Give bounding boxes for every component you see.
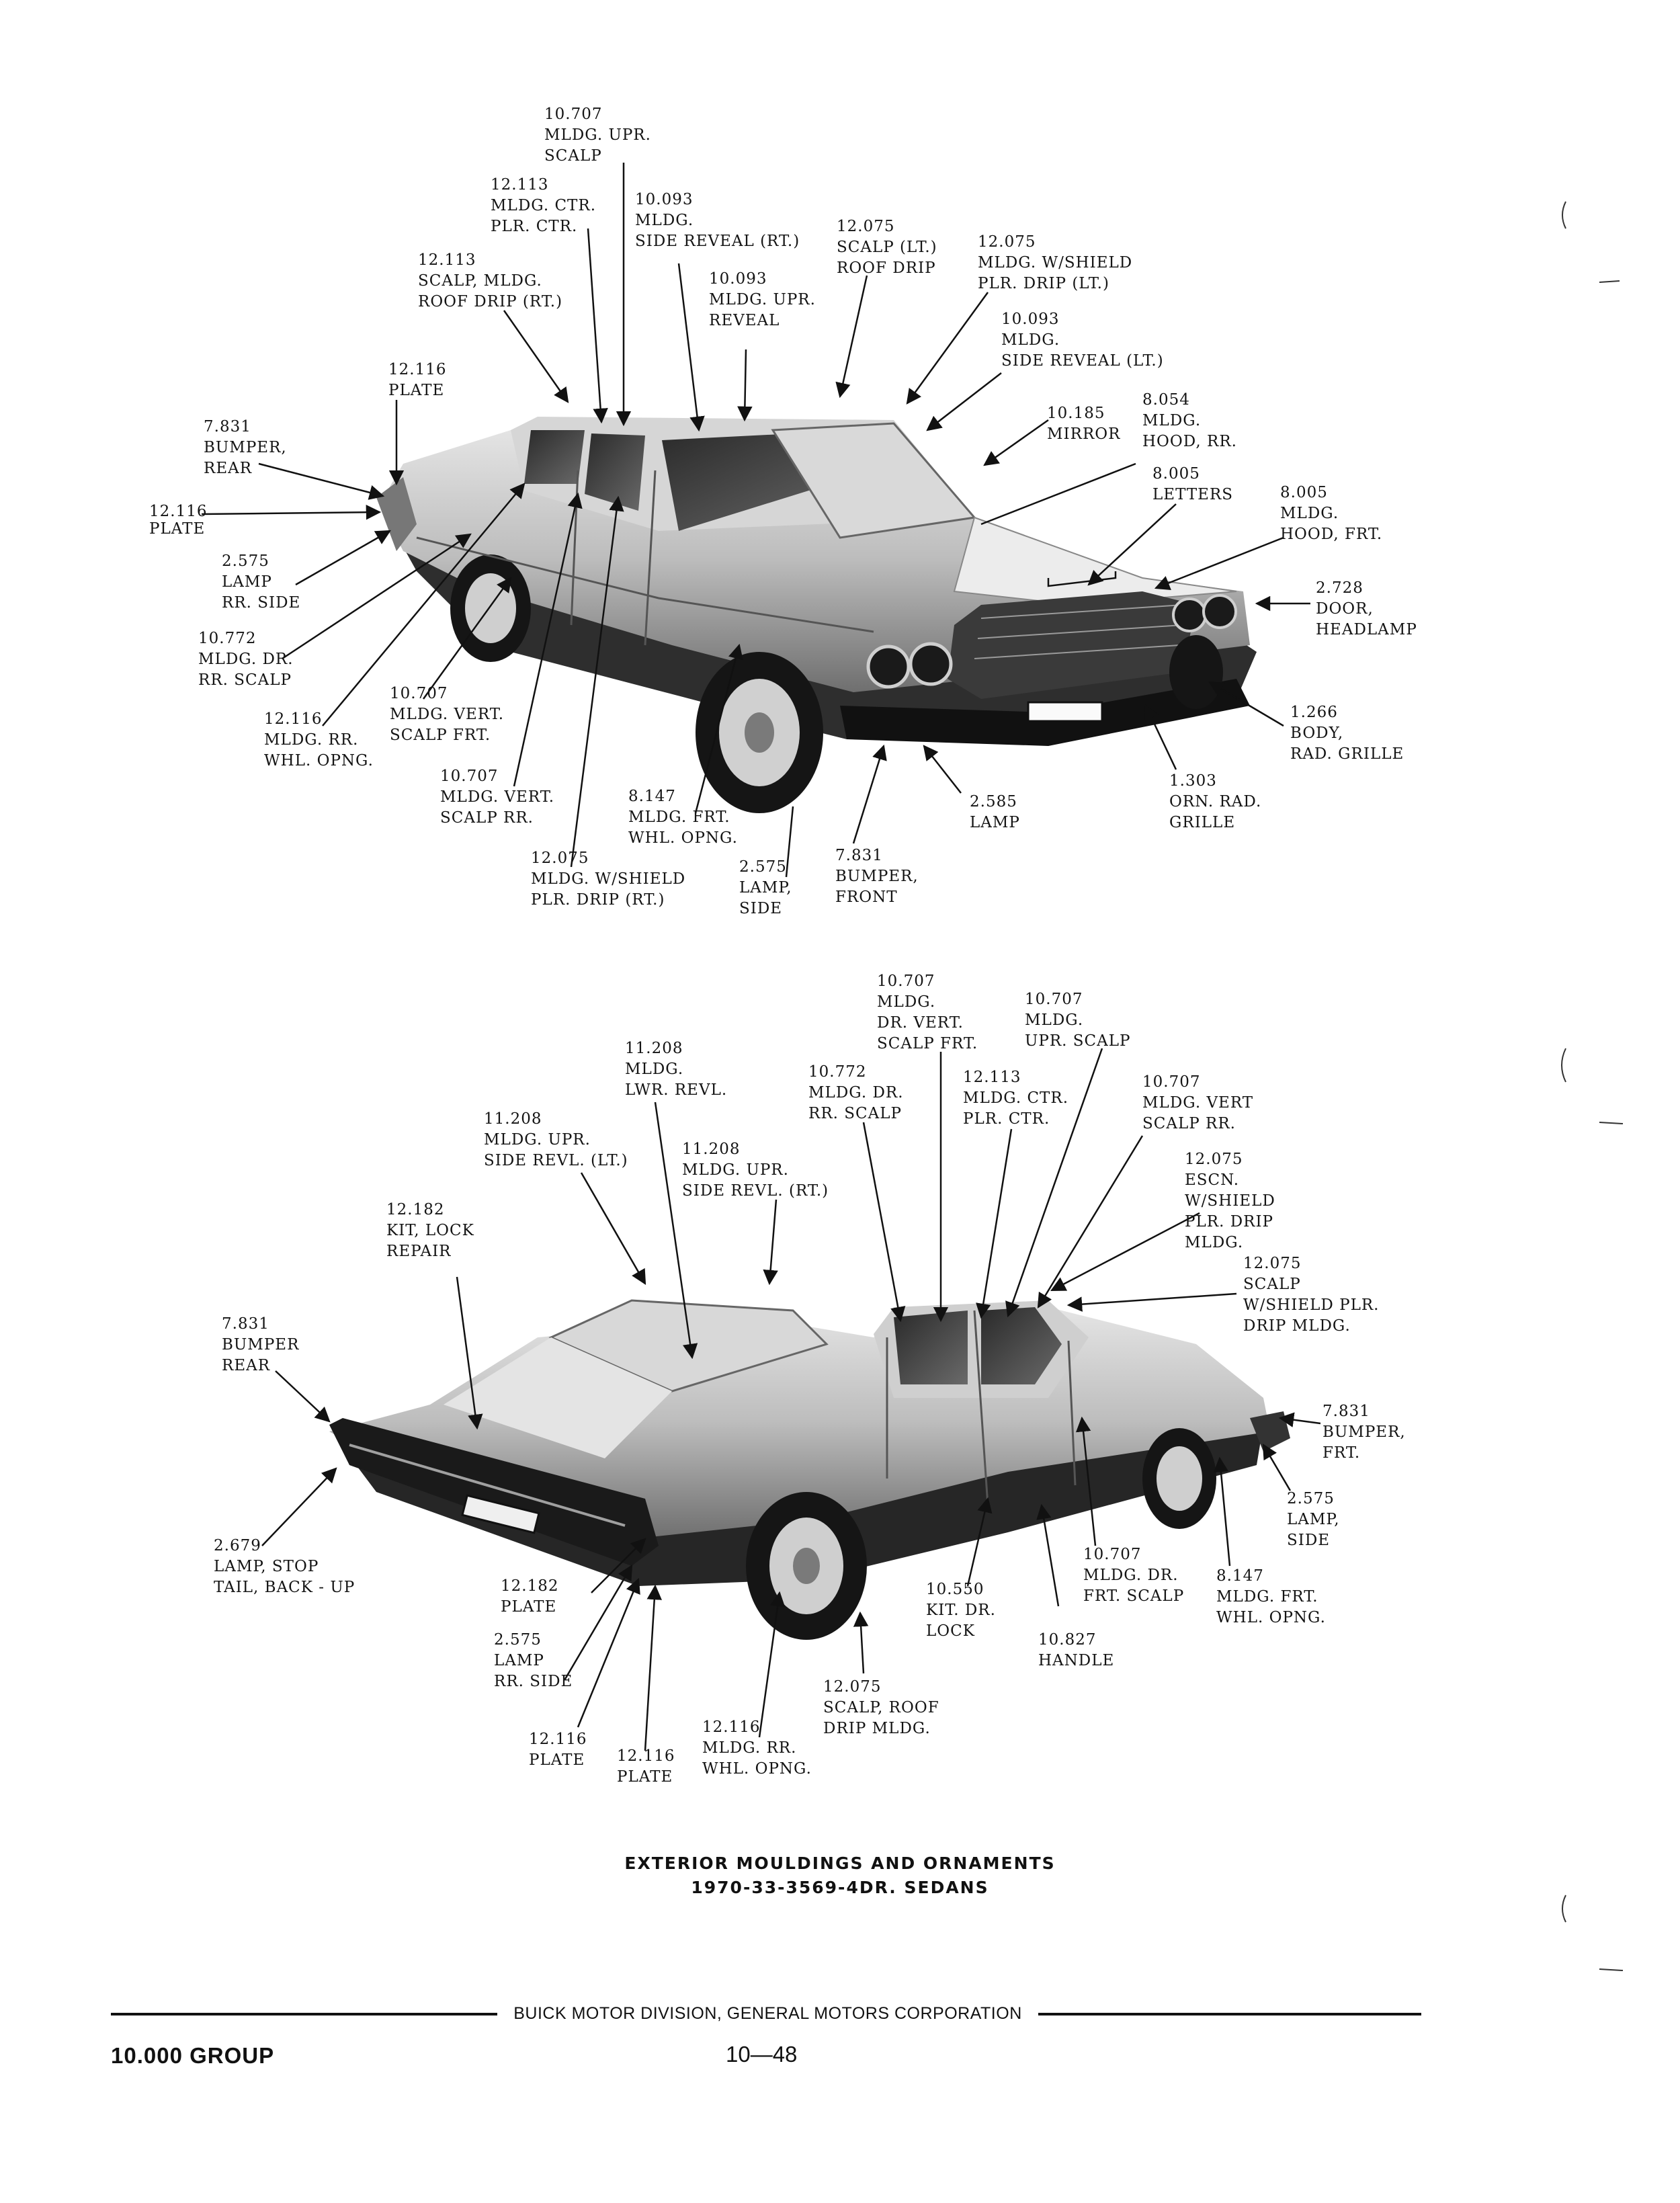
top-car-illustration	[376, 417, 1257, 813]
figure-caption-title: EXTERIOR MOULDINGS AND ORNAMENTS	[624, 1854, 1056, 1873]
footer-division: BUICK MOTOR DIVISION, GENERAL MOTORS COR…	[513, 2004, 1022, 2023]
footer-page-number: 10—48	[726, 2042, 798, 2067]
footer-group: 10.000 GROUP	[111, 2043, 275, 2068]
figure-caption-subtitle: 1970-33-3569-4DR. SEDANS	[691, 1878, 989, 1897]
footer-rule-left	[111, 2013, 497, 2015]
bottom-car-illustration	[329, 1299, 1290, 1640]
top-leader-lines	[201, 163, 1310, 878]
bottom-leader-lines	[261, 1048, 1321, 1751]
scan-artifacts	[1561, 201, 1624, 1971]
footer-rule-right	[1038, 2013, 1421, 2015]
